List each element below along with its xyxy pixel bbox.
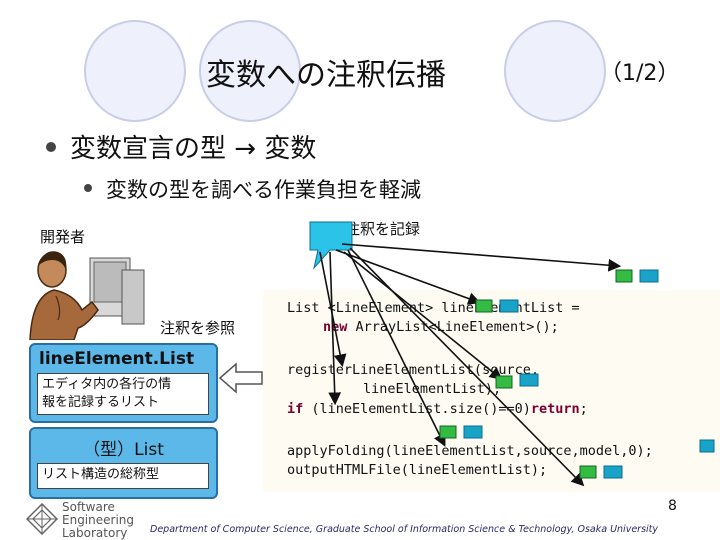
left-arrow-icon	[218, 362, 263, 394]
developer-illustration	[29, 251, 145, 340]
code-keyword: if	[287, 401, 304, 417]
decor-circle-middle	[199, 20, 301, 122]
code-text: ArrayList<LineElement>();	[347, 319, 559, 335]
bullet-dot-icon	[46, 141, 56, 152]
bullet-level1-text: 変数宣言の型 → 変数	[70, 134, 317, 164]
code-line: outputHTMLFile(lineElementList);	[287, 462, 548, 478]
logo-line3: Laboratory	[62, 526, 128, 540]
code-keyword: return	[530, 401, 580, 417]
developer-label: 開発者	[40, 228, 86, 246]
list-desc-line2: 報を記録するリスト	[42, 395, 160, 410]
annotation-markers	[439, 269, 715, 479]
bullet-level2-text: 変数の型を調べる作業負担を軽減	[106, 178, 421, 202]
code-line: lineElementList);	[363, 381, 502, 397]
code-line: registerLineElementList(source,	[287, 362, 539, 378]
list-type-description: リスト構造の総称型	[37, 463, 209, 489]
lab-logo-icon	[26, 503, 58, 535]
code-line: applyFolding(lineElementList,source,mode…	[287, 443, 653, 459]
logo-line1: Software	[62, 500, 115, 514]
code-line: if (lineElementList.size()==0)return;	[287, 401, 588, 417]
arrow-line	[335, 249, 482, 305]
lab-logo-text: Software Engineering Laboratory	[62, 501, 134, 540]
arrow-line	[341, 243, 622, 272]
logo-line2: Engineering	[62, 513, 134, 527]
list-type-box: （型）List リスト構造の総称型	[29, 427, 218, 499]
list-variable-description: エディタ内の各行の情 報を記録するリスト	[37, 373, 209, 415]
bullet-level2: 変数の型を調べる作業負担を軽減	[84, 174, 421, 204]
arrow-line	[319, 251, 347, 368]
arrow-line	[328, 251, 342, 406]
slide-title: 変数への注釈伝播	[206, 58, 446, 93]
decor-circle-left	[84, 20, 186, 122]
list-variable-box: lineElement.List エディタ内の各行の情 報を記録するリスト	[29, 343, 218, 423]
footer-affiliation: Department of Computer Science, Graduate…	[150, 524, 659, 535]
arrow-line	[343, 251, 503, 381]
decor-circle-right	[504, 20, 606, 122]
list-variable-title: lineElement.List	[39, 349, 195, 369]
bullet-level1: 変数宣言の型 → 変数	[46, 128, 316, 165]
bullet-dot-icon	[84, 184, 92, 192]
list-desc-line1: エディタ内の各行の情	[42, 377, 172, 392]
record-annotation-label: 注釈を記録	[345, 220, 421, 238]
list-type-title: （型）List	[83, 440, 164, 460]
page-number: 8	[668, 498, 677, 514]
code-text: ;	[579, 401, 588, 417]
arrow-line	[347, 249, 446, 447]
refer-annotation-label: 注釈を参照	[160, 319, 236, 337]
arrow-line	[349, 247, 585, 487]
code-text: (lineElementList.size()==0)	[303, 401, 531, 417]
page-indicator: （1/2）	[600, 61, 680, 86]
